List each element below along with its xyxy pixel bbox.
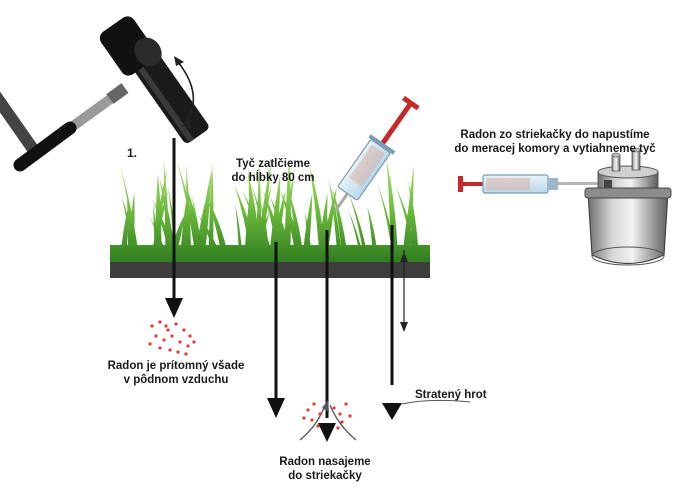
radon-dot bbox=[176, 350, 180, 354]
radon-dot bbox=[154, 334, 158, 338]
radon-dot bbox=[344, 402, 348, 406]
syringe-icon bbox=[334, 95, 420, 211]
radon-dot bbox=[348, 414, 352, 418]
radon-dot bbox=[164, 324, 168, 328]
radon-dot bbox=[158, 346, 162, 350]
radon-dot bbox=[318, 412, 322, 416]
measuring-chamber-icon bbox=[584, 147, 672, 266]
syringe-horizontal-icon bbox=[458, 174, 606, 194]
radon-dot bbox=[166, 328, 170, 332]
label-radon-everywhere: Radon je prítomný všade v pôdnom vzduchu bbox=[98, 359, 254, 387]
radon-dot bbox=[174, 322, 178, 326]
radon-dot bbox=[188, 334, 192, 338]
radon-dot bbox=[316, 424, 320, 428]
rod-first bbox=[165, 138, 183, 318]
radon-dot bbox=[336, 426, 340, 430]
radon-dot bbox=[338, 412, 342, 416]
grass-field bbox=[110, 157, 430, 278]
label-suck-radon: Radon nasajeme do striekačky bbox=[270, 455, 380, 483]
radon-dot bbox=[148, 342, 152, 346]
radon-dot bbox=[186, 344, 190, 348]
radon-dot bbox=[332, 406, 336, 410]
label-suck-radon-line2: do striekačky bbox=[288, 470, 362, 482]
radon-dot bbox=[178, 340, 182, 344]
step-number: 1. bbox=[127, 146, 138, 160]
rod-driven bbox=[267, 242, 285, 418]
label-inject-chamber-line2: do meracej komory a vytiahneme tyč bbox=[454, 143, 656, 155]
rod-lost-tip bbox=[382, 225, 471, 420]
radon-dot bbox=[150, 324, 154, 328]
label-rod-depth-line2: do hĺbky 80 cm bbox=[231, 172, 315, 184]
label-radon-everywhere-line2: v pôdnom vzduchu bbox=[123, 374, 229, 386]
label-suck-radon-line1: Radon nasajeme bbox=[279, 456, 371, 468]
radon-particles-left bbox=[148, 320, 196, 356]
label-lost-tip: Stratený hrot bbox=[415, 389, 487, 401]
radon-dot bbox=[306, 408, 310, 412]
label-inject-chamber-line1: Radon zo striekačky do napustíme bbox=[460, 129, 650, 141]
radon-dot bbox=[184, 352, 188, 356]
radon-dot bbox=[170, 334, 174, 338]
label-radon-everywhere-line1: Radon je prítomný všade bbox=[107, 360, 245, 372]
label-rod-depth-line1: Tyč zatlčieme bbox=[236, 158, 310, 170]
curved-arrow-icon bbox=[174, 56, 195, 129]
radon-particles-suction bbox=[302, 402, 352, 430]
hammer-icon bbox=[0, 16, 209, 172]
radon-dot bbox=[182, 328, 186, 332]
radon-dot bbox=[168, 348, 172, 352]
label-rod-depth: Tyč zatlčieme do hĺbky 80 cm bbox=[208, 157, 338, 185]
rod-suction bbox=[299, 230, 357, 442]
radon-dot bbox=[162, 338, 166, 342]
radon-dot bbox=[192, 340, 196, 344]
radon-dot bbox=[158, 320, 162, 324]
radon-dot bbox=[312, 402, 316, 406]
radon-dot bbox=[302, 416, 306, 420]
label-inject-chamber: Radon zo striekačky do napustíme do mera… bbox=[450, 128, 660, 156]
radon-dot bbox=[340, 420, 344, 424]
radon-dot bbox=[310, 418, 314, 422]
